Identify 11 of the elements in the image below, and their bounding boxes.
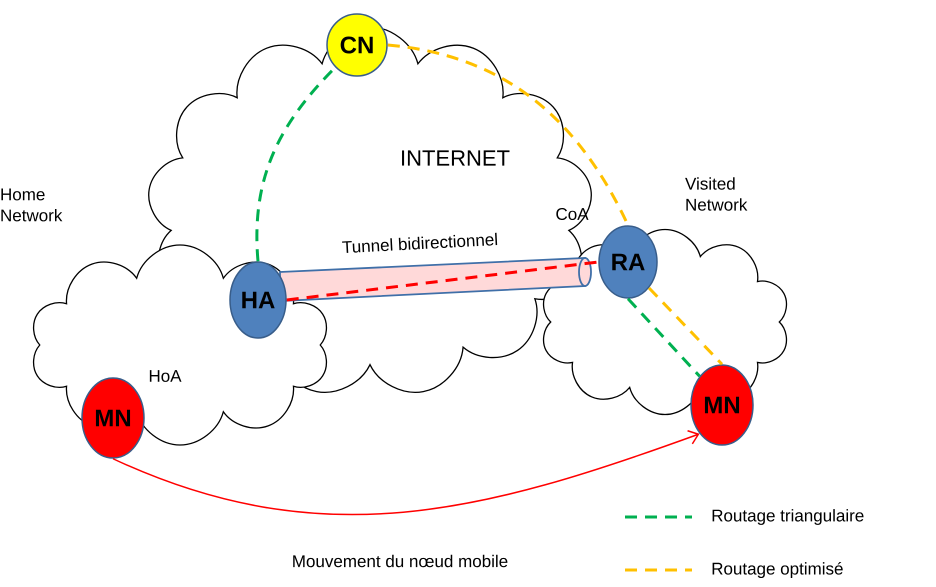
edge-label: Tunnel bidirectionnel (342, 232, 498, 253)
legend-text: Routage triangulaire (712, 509, 864, 525)
network-label: Visited Network (685, 177, 748, 211)
arrow (112, 430, 700, 516)
route-line (648, 286, 724, 366)
route-line (626, 298, 701, 378)
legend-text: Routage optimisé (712, 562, 843, 578)
network-label: INTERNET (402, 150, 510, 166)
edge-label: Mouvement du nœud mobile (293, 554, 508, 568)
network-label: Home Network (1, 188, 62, 222)
network-label: HoA (150, 370, 182, 382)
